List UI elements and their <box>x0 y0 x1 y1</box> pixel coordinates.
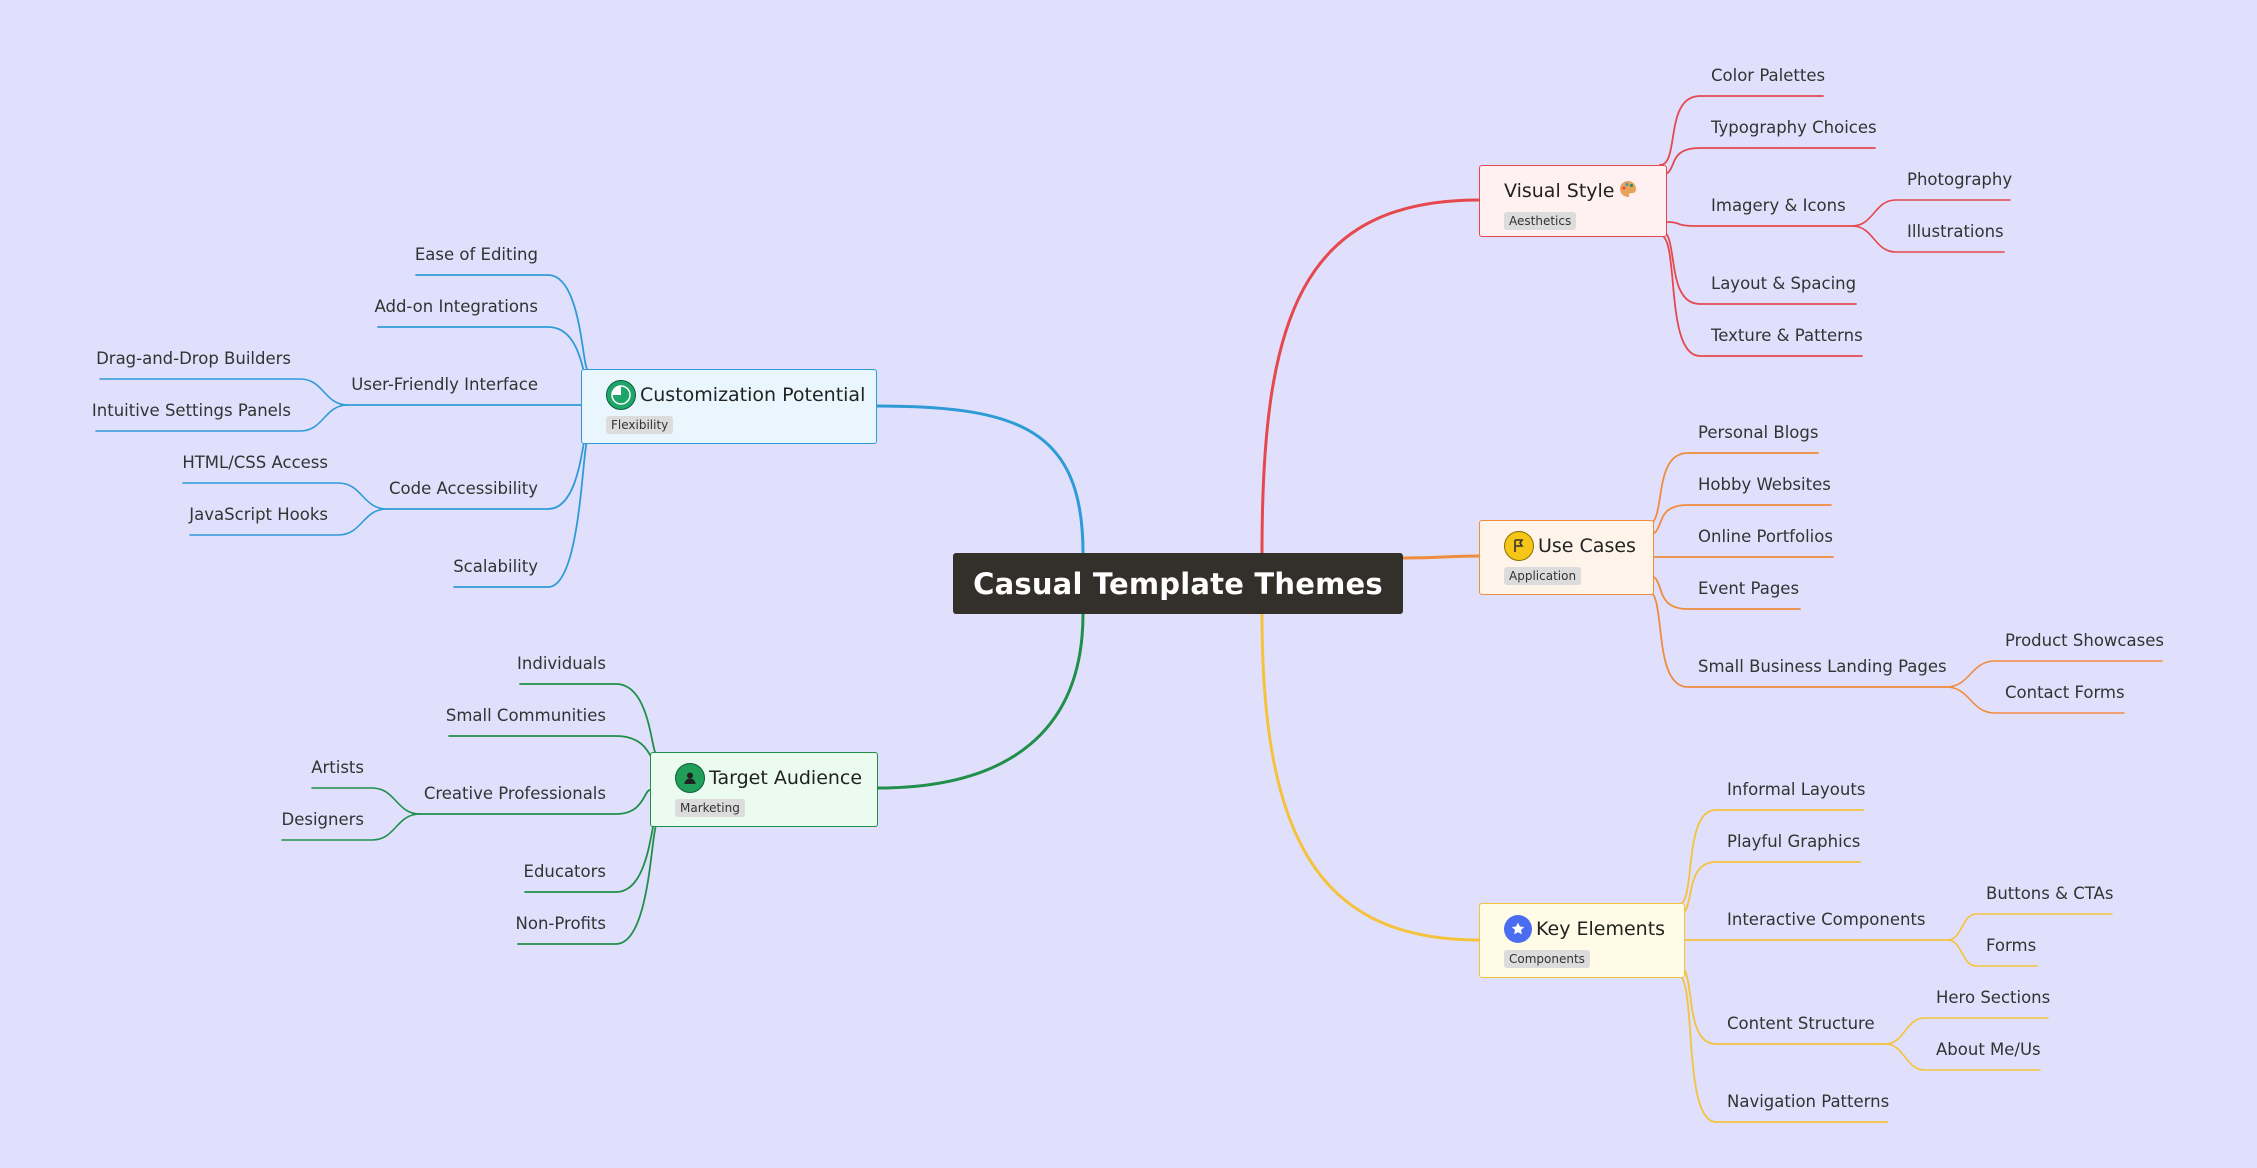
topic-add-on-integrations[interactable]: Add-on Integrations <box>374 297 538 316</box>
branch-badge: Application <box>1504 567 1582 585</box>
edge-key-playful <box>1677 861 1861 916</box>
edge-creative-designers <box>281 813 421 841</box>
edge-content-about <box>1884 1043 2041 1071</box>
branch-title: Target Audience <box>709 767 863 789</box>
branch-title: Customization Potential <box>640 384 866 406</box>
edge-content-hero <box>1884 1017 2049 1045</box>
topic-contact-forms[interactable]: Contact Forms <box>2005 683 2125 702</box>
topic-color-palettes[interactable]: Color Palettes <box>1711 66 1826 85</box>
topic-educators[interactable]: Educators <box>523 862 606 881</box>
edge-use-small-business <box>1646 589 1947 688</box>
topic-about-me-us[interactable]: About Me/Us <box>1936 1040 2041 1059</box>
edge-root-custom <box>875 404 1085 555</box>
branch-badge: Aesthetics <box>1504 212 1577 230</box>
topic-designers[interactable]: Designers <box>281 810 365 829</box>
edge-custom-addon <box>377 326 589 381</box>
edge-visual-texture <box>1659 234 1863 357</box>
topic-illustrations[interactable]: Illustrations <box>1907 222 2004 241</box>
edge-key-navigation <box>1677 974 1888 1123</box>
topic-typography-choices[interactable]: Typography Choices <box>1711 118 1877 137</box>
edge-key-informal <box>1677 809 1864 906</box>
topic-forms[interactable]: Forms <box>1986 936 2037 955</box>
topic-event-pages[interactable]: Event Pages <box>1698 579 1800 598</box>
pie-chart-icon <box>606 380 636 410</box>
edge-target-individuals <box>519 683 658 756</box>
edge-target-nonprofits <box>517 824 658 945</box>
branch-badge: Flexibility <box>606 416 674 434</box>
branch-target-audience[interactable]: Target Audience Marketing <box>650 752 878 827</box>
edge-root-key <box>1260 612 1481 942</box>
branch-key-elements[interactable]: Key Elements Components <box>1479 903 1685 978</box>
topic-buttons-ctas[interactable]: Buttons & CTAs <box>1986 884 2114 903</box>
topic-product-showcases[interactable]: Product Showcases <box>2005 631 2164 650</box>
topic-imagery-icons[interactable]: Imagery & Icons <box>1711 196 1846 215</box>
root-title: Casual Template Themes <box>973 566 1383 601</box>
topic-small-business-landing-pages[interactable]: Small Business Landing Pages <box>1698 657 1947 676</box>
edge-root-target <box>876 612 1085 790</box>
branch-use-cases[interactable]: Use Cases Application <box>1479 520 1654 595</box>
topic-scalability[interactable]: Scalability <box>453 557 538 576</box>
edge-custom-scalability <box>453 439 589 588</box>
topic-user-friendly-interface[interactable]: User-Friendly Interface <box>351 375 538 394</box>
edge-creative-artists <box>311 787 421 815</box>
edge-root-visual <box>1260 198 1481 555</box>
edge-interactive-buttons <box>1947 913 2113 941</box>
topic-hero-sections[interactable]: Hero Sections <box>1936 988 2051 1007</box>
edge-sb-contact <box>1945 686 2125 714</box>
edge-imagery-photography <box>1851 199 2011 227</box>
flag-icon <box>1504 531 1534 561</box>
edge-imagery-illustrations <box>1851 225 2005 253</box>
edge-sb-product <box>1945 660 2163 688</box>
edge-code-html <box>182 482 388 510</box>
edge-custom-ease <box>415 274 589 371</box>
edge-code-js <box>189 508 388 536</box>
topic-creative-professionals[interactable]: Creative Professionals <box>423 784 606 803</box>
edge-interactive-forms <box>1947 939 2038 967</box>
topic-texture-patterns[interactable]: Texture & Patterns <box>1711 326 1863 345</box>
branch-title: Key Elements <box>1536 918 1666 940</box>
topic-html-css-access[interactable]: HTML/CSS Access <box>182 453 328 472</box>
person-icon <box>675 763 705 793</box>
topic-informal-layouts[interactable]: Informal Layouts <box>1727 780 1866 799</box>
topic-code-accessibility[interactable]: Code Accessibility <box>388 479 538 498</box>
edge-visual-imagery <box>1666 221 1853 227</box>
edge-visual-typography <box>1659 147 1876 176</box>
topic-non-profits[interactable]: Non-Profits <box>515 914 606 933</box>
edge-root-use <box>1401 554 1481 560</box>
star-icon <box>1504 915 1532 943</box>
branch-visual-style[interactable]: Visual Style Aesthetics <box>1479 165 1667 237</box>
topic-drag-and-drop-builders[interactable]: Drag-and-Drop Builders <box>96 349 291 368</box>
edge-target-creative <box>419 789 651 815</box>
topic-hobby-websites[interactable]: Hobby Websites <box>1698 475 1831 494</box>
palette-icon <box>1618 179 1638 203</box>
topic-layout-spacing[interactable]: Layout & Spacing <box>1711 274 1857 293</box>
edge-visual-color <box>1659 95 1824 166</box>
topic-small-communities[interactable]: Small Communities <box>445 706 606 725</box>
branch-title: Use Cases <box>1538 535 1636 557</box>
branch-title: Visual Style <box>1504 180 1615 202</box>
topic-ease-of-editing[interactable]: Ease of Editing <box>414 245 538 264</box>
branch-customization-potential[interactable]: Customization Potential Flexibility <box>581 369 877 444</box>
edge-ui-drag <box>99 378 349 406</box>
topic-navigation-patterns[interactable]: Navigation Patterns <box>1727 1092 1890 1111</box>
topic-personal-blogs[interactable]: Personal Blogs <box>1698 423 1819 442</box>
topic-content-structure[interactable]: Content Structure <box>1727 1014 1875 1033</box>
branch-badge: Components <box>1504 950 1590 968</box>
topic-online-portfolios[interactable]: Online Portfolios <box>1698 527 1833 546</box>
topic-individuals[interactable]: Individuals <box>517 654 606 673</box>
topic-photography[interactable]: Photography <box>1907 170 2013 189</box>
topic-javascript-hooks[interactable]: JavaScript Hooks <box>189 505 328 524</box>
topic-artists[interactable]: Artists <box>311 758 364 777</box>
topic-playful-graphics[interactable]: Playful Graphics <box>1727 832 1861 851</box>
edge-ui-settings <box>95 404 349 432</box>
edge-target-communities <box>448 735 658 766</box>
root-node[interactable]: Casual Template Themes <box>953 553 1403 614</box>
topic-interactive-components[interactable]: Interactive Components <box>1727 910 1926 929</box>
topic-intuitive-settings-panels[interactable]: Intuitive Settings Panels <box>91 401 291 420</box>
branch-badge: Marketing <box>675 799 745 817</box>
